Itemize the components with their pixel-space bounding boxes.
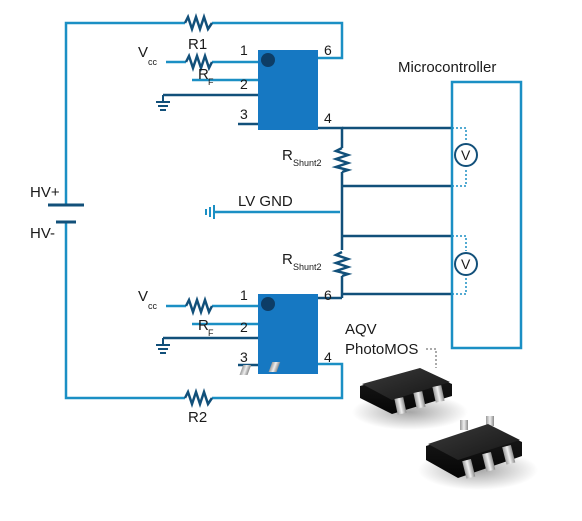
microcontroller-box [450, 80, 523, 350]
vcc-sub-bottom: cc [148, 301, 158, 311]
vcc-label-bottom: V [138, 288, 148, 305]
rf-label-bottom: R [198, 317, 209, 334]
rf-label-top: R [198, 66, 209, 83]
pin-6-bottom: 6 [324, 287, 332, 303]
voltmeter-label-bottom: V [461, 256, 471, 272]
photomos-package-image [239, 362, 538, 490]
rshunt-label-top: R [282, 147, 293, 164]
resistor-r1 [183, 13, 214, 33]
r1-label: R1 [188, 36, 207, 53]
rf-sub-top: F [208, 77, 214, 87]
pin-1-bottom: 1 [240, 287, 248, 303]
vcc-sub-top: cc [148, 57, 158, 67]
aqv-label: AQV [345, 321, 377, 338]
resistor-r2 [183, 388, 214, 408]
resistor-vcc-bottom [184, 296, 214, 316]
pin-3-bottom: 3 [240, 349, 248, 365]
pin-4-top: 4 [324, 110, 332, 126]
r2-label: R2 [188, 409, 207, 426]
rf-sub-bottom: F [208, 328, 214, 338]
hv-wires [64, 21, 344, 400]
pin-6-top: 6 [324, 42, 332, 58]
microcontroller-label: Microcontroller [398, 59, 496, 76]
ground-icon [156, 338, 170, 354]
voltmeter-label-top: V [461, 147, 471, 163]
photomos-label: PhotoMOS [345, 341, 418, 358]
resistor-vcc-top [184, 52, 214, 72]
photomos-chip-top [258, 50, 318, 130]
lv-gnd-label: LV GND [238, 193, 293, 210]
voltmeter-bottom [452, 235, 478, 295]
ground-icon [156, 95, 170, 111]
pin-2-bottom: 2 [240, 319, 248, 335]
rshunt-sub-bottom: Shunt2 [293, 262, 322, 272]
aqv-leader [426, 348, 437, 368]
pin-1-top: 1 [240, 42, 248, 58]
pin-3-top: 3 [240, 106, 248, 122]
hv-minus-label: HV- [30, 225, 55, 242]
voltmeter-top [452, 127, 478, 187]
photomos-package-1 [239, 362, 452, 415]
resistor-shunt-bottom [331, 250, 353, 278]
vcc-label-top: V [138, 44, 148, 61]
resistor-shunt-top [331, 146, 353, 174]
lv-ground-icon [205, 205, 215, 219]
hv-plus-label: HV+ [30, 184, 60, 201]
battery-icon [48, 203, 84, 224]
photomos-chip-bottom [258, 294, 318, 374]
rshunt-label-bottom: R [282, 251, 293, 268]
pin-4-bottom: 4 [324, 349, 332, 365]
photomos-package-2 [426, 416, 522, 479]
lv-wires [163, 93, 452, 367]
pin-2-top: 2 [240, 76, 248, 92]
rshunt-sub-top: Shunt2 [293, 158, 322, 168]
